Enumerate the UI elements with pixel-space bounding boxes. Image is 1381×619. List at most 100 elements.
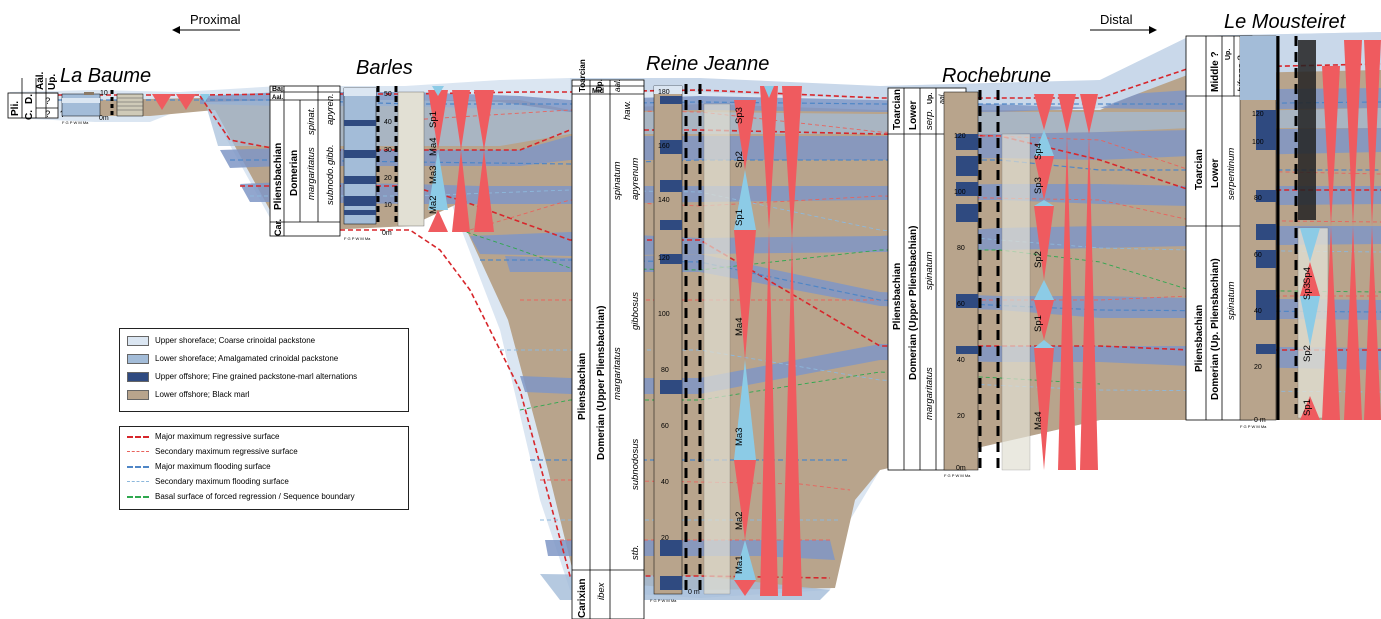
rb-grain-scale: F G P W M Ma	[944, 473, 971, 478]
lb-tick-10: 10	[100, 90, 108, 97]
barles-seq-ma2: Ma2	[428, 196, 439, 214]
legend-label: Lower offshore; Black marl	[155, 390, 250, 399]
rb-stage-toarcian: Toarcian	[892, 89, 903, 130]
rj-seq-ma3: Ma3	[734, 428, 745, 446]
rj-zone-haw: haw.	[622, 100, 633, 120]
line-major-mfs	[127, 465, 149, 468]
rb-seq-sp2: Sp2	[1033, 251, 1044, 268]
rj-tick-60: 60	[661, 423, 669, 430]
rj-zone-margaritatus: margaritatus	[612, 347, 623, 400]
legend-label: Lower shoreface; Amalgamated crinoidal p…	[155, 354, 339, 363]
rj-tick-100: 100	[658, 311, 670, 318]
barles-tick-10: 10	[384, 202, 392, 209]
line-secondary-mrs	[127, 451, 149, 452]
rj-zone-gibbosus: gibbosus	[630, 292, 641, 330]
barles-zone-spinat: spinat.	[306, 107, 317, 135]
lm-tick-100: 100	[1252, 139, 1264, 146]
lm-stage-middle: Middle ?	[1210, 51, 1221, 92]
legend-major-mrs: Major maximum regressive surface	[127, 431, 279, 442]
swatch-upper-shoreface	[127, 335, 149, 346]
legend-facies-lower-offshore: Lower offshore; Black marl	[127, 389, 250, 400]
rj-seq-sp2: Sp2	[734, 151, 745, 168]
surface-legend: Major maximum regressive surface Seconda…	[119, 426, 409, 510]
lb-stage-up: Up.	[47, 74, 58, 90]
rb-zone-aal: aal.	[939, 93, 946, 104]
lm-seq-sp3: Sp3	[1302, 283, 1313, 300]
lm-stage-toarcian: Toarcian	[1194, 149, 1205, 190]
lm-stage-pliensbachian: Pliensbachian	[1194, 305, 1205, 372]
title-barles: Barles	[356, 57, 413, 79]
barles-seq-ma3: Ma3	[428, 166, 439, 184]
barles-stage-car: Car.	[273, 219, 283, 236]
lm-seq-sp2: Sp2	[1302, 345, 1313, 362]
legend-label: Major maximum regressive surface	[155, 432, 280, 441]
legend-label: Secondary maximum flooding surface	[155, 477, 289, 486]
lm-tick-80: 80	[1254, 195, 1262, 202]
lm-tick-120: 120	[1252, 111, 1264, 118]
legend-label: Upper offshore; Fine grained packstone-m…	[155, 372, 358, 381]
lm-zone-spinatum: spinatum	[1226, 281, 1237, 320]
direction-proximal: Proximal	[172, 12, 241, 34]
rj-tick-0: 0 m	[688, 589, 700, 596]
rj-grain-scale: F G P W M Ma	[650, 598, 677, 603]
rj-tick-140: 140	[658, 197, 670, 204]
barles-zone-margaritatus: margaritatus	[306, 147, 317, 200]
section-barles: Baj. Aal. Pliensbachian Domerian Car. sp…	[269, 85, 494, 241]
rj-zone-stb: stb.	[630, 545, 641, 560]
lm-seq-sp1: Sp1	[1302, 399, 1313, 416]
barles-zone-apyren: apyren.	[325, 93, 336, 125]
barles-tick-40: 40	[384, 119, 392, 126]
barles-tick-20: 20	[384, 175, 392, 182]
rj-tick-180: 180	[658, 89, 670, 96]
barles-tick-50: 50	[384, 91, 392, 98]
facies-legend: Upper shoreface; Coarse crinoidal packst…	[119, 328, 409, 412]
lm-seq-sp4: Sp4	[1302, 267, 1313, 284]
rb-tick-40: 40	[957, 357, 965, 364]
distal-label: Distal	[1100, 12, 1133, 27]
title-reine-jeanne: Reine Jeanne	[646, 53, 769, 75]
facies-panel	[10, 32, 1381, 600]
rb-tick-120: 120	[954, 133, 966, 140]
barles-grain-scale: F G P W M Ma	[344, 236, 371, 241]
barles-stage-baj: Baj.	[272, 86, 285, 93]
lm-tick-20: 20	[1254, 364, 1262, 371]
rj-stage-mid: Mid	[592, 88, 604, 95]
lb-grain-scale: F G P W M Ma	[62, 120, 89, 125]
legend-major-mfs: Major maximum flooding surface	[127, 461, 271, 472]
rb-stage-domerian: Domerian (Upper Pliensbachian)	[908, 226, 919, 380]
lm-stage-up: Up.	[1225, 49, 1232, 60]
rj-tick-120: 120	[658, 255, 670, 262]
line-major-mrs	[127, 435, 149, 438]
swatch-lower-offshore	[127, 389, 149, 400]
rb-stage-lower: Lower	[908, 100, 919, 130]
swatch-upper-offshore	[127, 371, 149, 382]
barles-stage-domerian: Domerian	[289, 150, 300, 196]
lb-stage-pli: Pli.	[10, 101, 21, 116]
legend-facies-upper-offshore: Upper offshore; Fine grained packstone-m…	[127, 371, 357, 382]
barles-zone-subnodo: subnodo.	[325, 166, 336, 205]
rb-tick-80: 80	[957, 245, 965, 252]
rb-tick-20: 20	[957, 413, 965, 420]
rj-seq-ma2: Ma2	[734, 512, 745, 530]
rj-seq-ma4: Ma4	[734, 318, 745, 336]
rb-seq-sp1: Sp1	[1033, 315, 1044, 332]
barles-stage-pliensbachian: Pliensbachian	[273, 143, 284, 210]
title-la-baume: La Baume	[60, 65, 151, 87]
legend-label: Upper shoreface; Coarse crinoidal packst…	[155, 336, 316, 345]
rb-zone-margaritatus: margaritatus	[924, 367, 935, 420]
section-la-baume: Pli. C. D. Aal. Up. ? ? ? 10 0m F G P W …	[7, 71, 210, 125]
rj-tick-40: 40	[661, 479, 669, 486]
rj-seq-sp3: Sp3	[734, 107, 745, 124]
lm-zone-serpentinum: serpentinum	[1226, 148, 1237, 200]
barles-tick-30: 30	[384, 147, 392, 154]
rb-tick-100: 100	[954, 189, 966, 196]
rj-stage-domerian: Domerian (Upper Pliensbachian)	[596, 306, 607, 460]
legend-bsfr: Basal surface of forced regression / Seq…	[127, 491, 355, 502]
barles-seq-ma4: Ma4	[428, 138, 439, 156]
rj-stage-up: Up.	[595, 79, 604, 92]
rb-tick-0: 0m	[956, 465, 966, 472]
barles-seq-sp1: Sp1	[428, 111, 439, 128]
legend-facies-upper-shoreface: Upper shoreface; Coarse crinoidal packst…	[127, 335, 315, 346]
rj-stage-toarcian: Toarcian	[578, 59, 587, 92]
